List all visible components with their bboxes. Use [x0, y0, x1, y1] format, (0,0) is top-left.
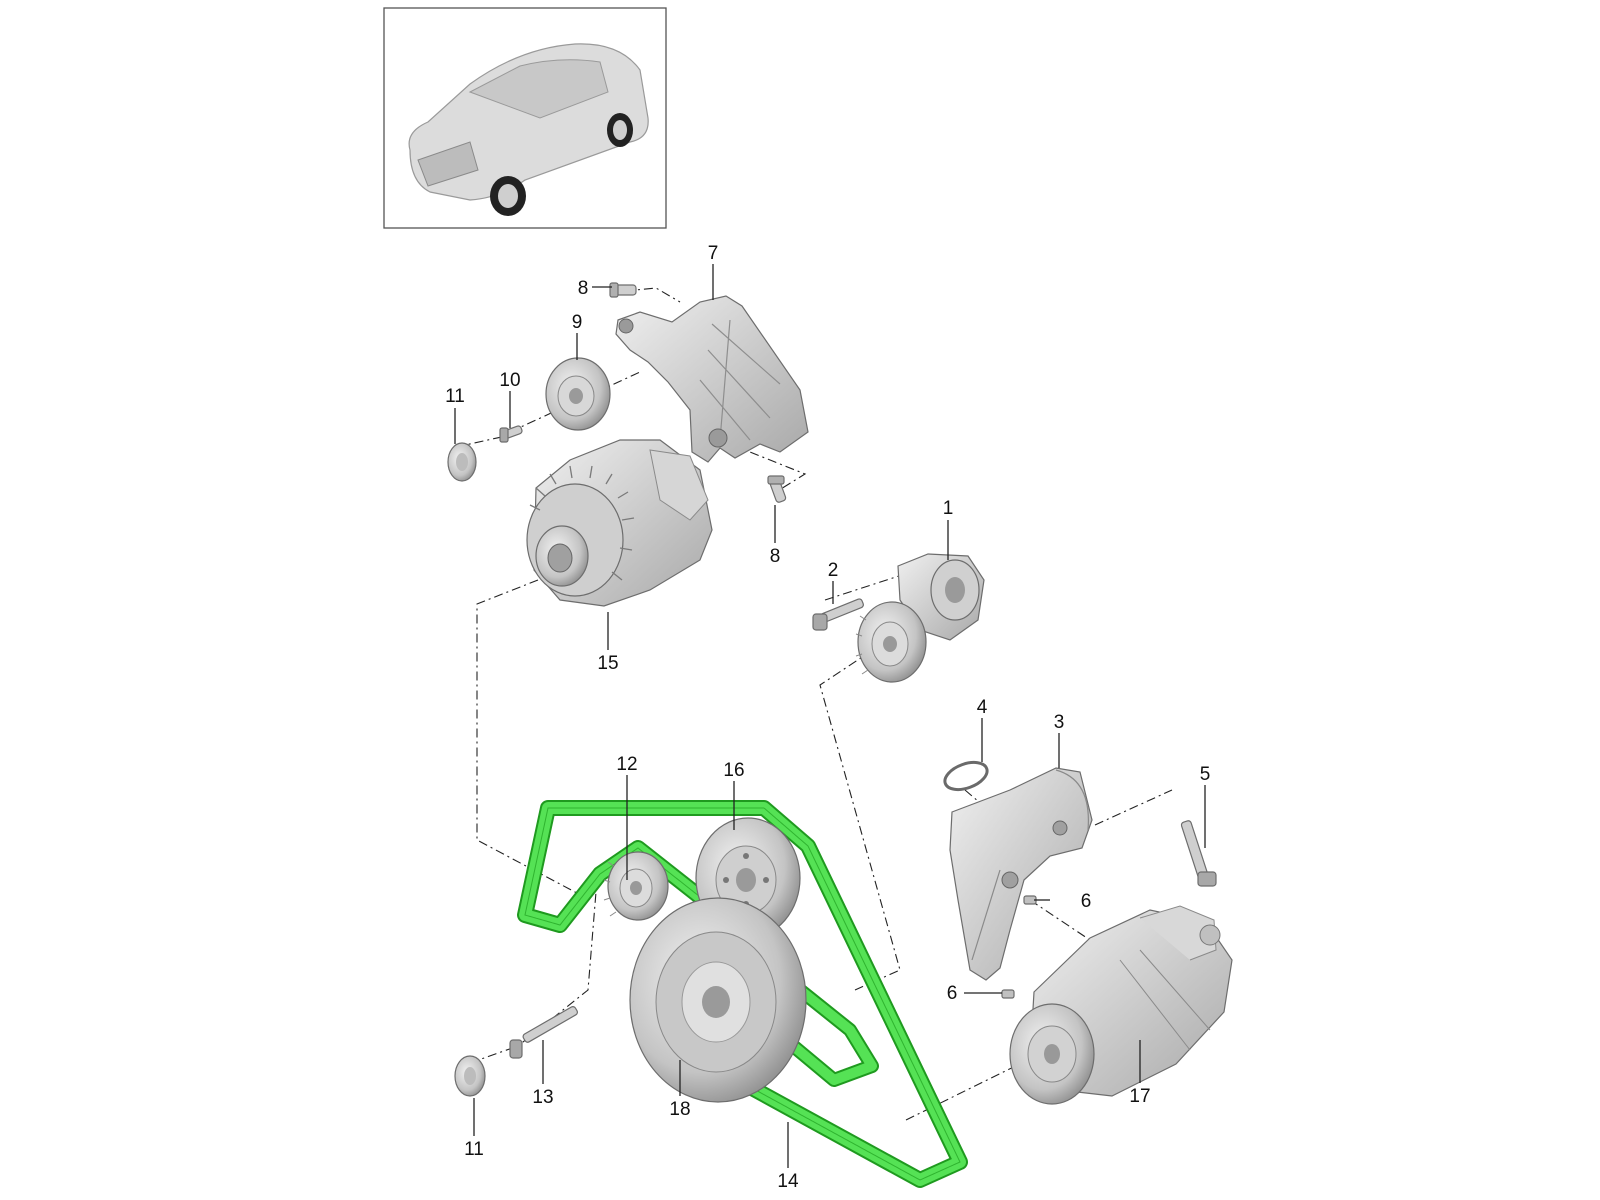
- belt-tensioner-part-1: [855, 553, 985, 683]
- compressor-bracket-part-3: [949, 767, 1093, 981]
- callout-3: 3: [1054, 712, 1065, 733]
- alternator-bracket-part-7: [615, 295, 809, 463]
- callout-11-top: 11: [445, 386, 465, 407]
- crankshaft-pulley-part-18: [629, 897, 807, 1103]
- callout-2: 2: [828, 560, 839, 581]
- o-ring-part-4: [943, 760, 989, 792]
- idler-pulley-part-12: [603, 851, 669, 921]
- cover-cap-part-11-top: [447, 442, 477, 482]
- callout-9: 9: [572, 312, 583, 333]
- callout-6-upper: 6: [1081, 891, 1092, 912]
- bolt-part-8-bottom: [767, 475, 787, 503]
- callout-15: 15: [597, 653, 618, 674]
- car-icon: [408, 43, 649, 216]
- bolt-part-10: [499, 425, 523, 443]
- callout-7: 7: [708, 243, 719, 264]
- callout-18: 18: [669, 1099, 690, 1120]
- callout-6-lower: 6: [947, 983, 958, 1004]
- callout-5: 5: [1200, 764, 1211, 785]
- callout-11-bottom: 11: [464, 1139, 484, 1160]
- callout-17: 17: [1129, 1086, 1150, 1107]
- bushing-part-6-lower: [1001, 989, 1015, 999]
- cover-cap-part-11-bottom: [454, 1055, 486, 1097]
- callout-12: 12: [616, 754, 637, 775]
- callouts: 1 2 3 4 5 6 6 7 8 8 9 10 11 11 12 13 14 …: [445, 243, 1210, 1192]
- vehicle-thumbnail: [383, 7, 667, 229]
- callout-10: 10: [499, 370, 520, 391]
- callout-14: 14: [777, 1171, 799, 1192]
- callout-8-top: 8: [578, 278, 589, 299]
- bolt-part-8-top: [609, 282, 637, 298]
- callout-4: 4: [977, 697, 988, 718]
- bolt-part-2: [812, 598, 864, 631]
- ac-compressor-part-17: [1009, 905, 1233, 1105]
- callout-8-bottom: 8: [770, 546, 781, 567]
- bolt-part-5: [1180, 820, 1217, 887]
- callout-13: 13: [532, 1087, 553, 1108]
- alternator-part-15: [526, 439, 713, 607]
- callout-16: 16: [723, 760, 744, 781]
- leader-lines: [454, 264, 1206, 1168]
- callout-1: 1: [943, 498, 954, 519]
- idler-pulley-part-9: [545, 357, 611, 431]
- bolt-part-13: [509, 1006, 578, 1059]
